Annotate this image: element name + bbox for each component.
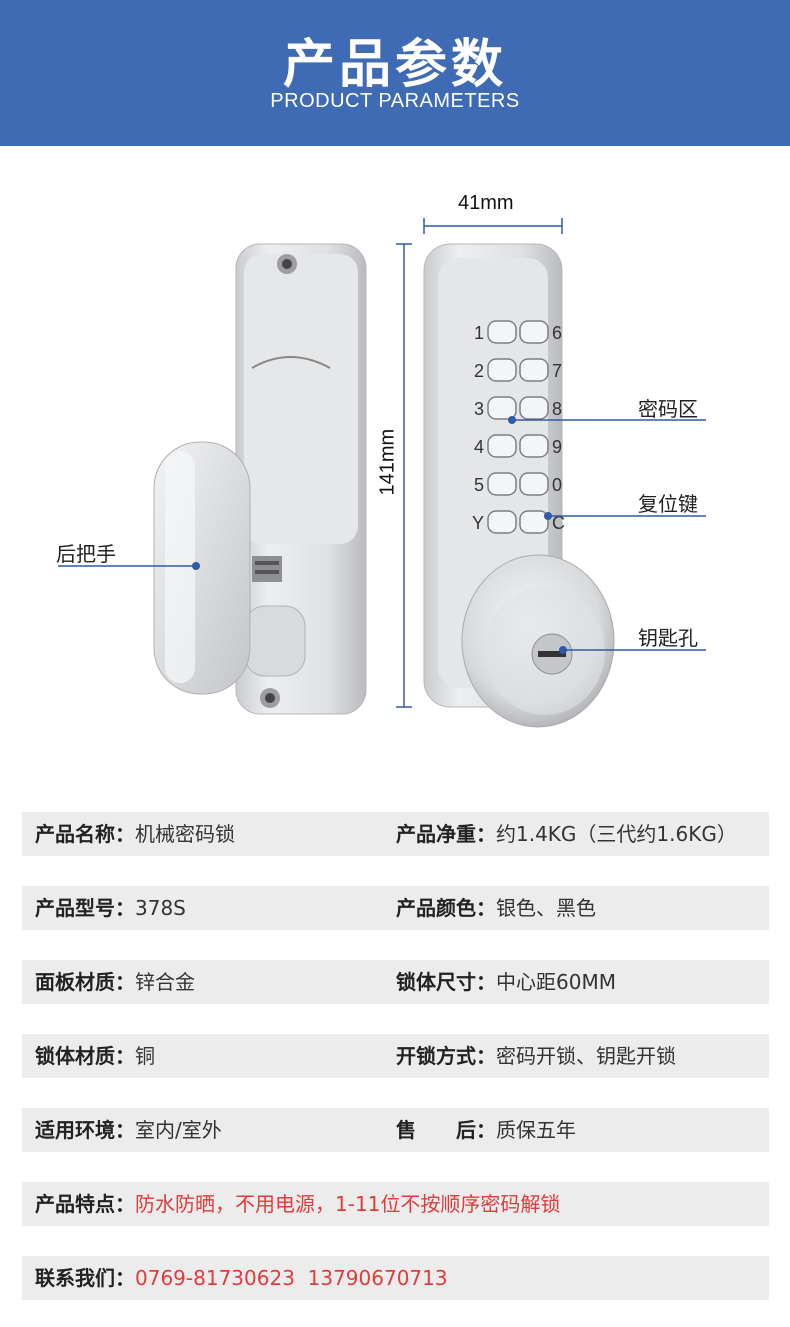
keypad-button [487,434,517,458]
rear-lock [153,243,367,715]
spec-row: 适用环境：室内/室外 售 后：质保五年 [22,1108,769,1152]
keypad-digit-left: 3 [474,399,484,419]
features-label: 产品特点： [35,1192,135,1216]
spec-value: 室内/室外 [135,1118,222,1142]
features-row: 产品特点：防水防晒，不用电源，1-11位不按顺序密码解锁 [22,1182,769,1226]
callout-reset-key: 复位键 [638,492,698,516]
keypad-digit-right: C [552,513,565,533]
spec-value: 中心距60MM [496,970,616,994]
keypad-button [487,396,517,420]
features-value: 防水防晒，不用电源，1-11位不按顺序密码解锁 [135,1192,561,1216]
width-dimension-label: 41mm [458,192,514,214]
width-dimension [423,218,563,234]
spec-label: 产品名称： [35,822,135,846]
page-title: 产品参数 [282,35,507,95]
page-subtitle: PRODUCT PARAMETERS [270,90,520,112]
spec-value: 密码开锁、钥匙开锁 [496,1044,676,1068]
spec-value: 378S [135,896,186,920]
keypad-button [519,358,549,382]
keypad: 1 6 2 7 3 8 4 9 5 0Y C [472,320,565,534]
spec-value: 约1.4KG（三代约1.6KG） [496,822,737,846]
header-banner: 产品参数 PRODUCT PARAMETERS [0,0,790,146]
spec-value: 银色、黑色 [496,896,596,920]
keypad-button [487,510,517,534]
spec-row: 产品型号：378S 产品颜色：银色、黑色 [22,886,769,930]
callout-password-area: 密码区 [638,397,698,421]
contact-label: 联系我们： [35,1266,135,1290]
front-lock: 1 6 2 7 3 8 4 9 5 0Y C [423,243,615,728]
keypad-digit-left: 4 [474,437,484,457]
spec-row: 产品名称：机械密码锁 产品净重：约1.4KG（三代约1.6KG） [22,812,769,856]
keypad-digit-right: 9 [552,437,562,457]
spec-label: 产品颜色： [396,896,496,920]
spec-row: 面板材质：锌合金 锁体尺寸：中心距60MM [22,960,769,1004]
keypad-button [519,510,549,534]
spec-label: 锁体材质： [35,1044,135,1068]
lock-illustration: 1 6 2 7 3 8 4 9 5 0Y C [58,218,706,728]
height-dimension-label: 141mm [376,428,399,496]
spec-value: 锌合金 [135,970,195,994]
spec-label: 锁体尺寸： [396,970,496,994]
keypad-button [487,472,517,496]
contact-value: 0769-81730623 13790670713 [135,1266,448,1290]
spec-row: 锁体材质：铜 开锁方式：密码开锁、钥匙开锁 [22,1034,769,1078]
keypad-digit-left: 1 [474,323,484,343]
spec-label: 产品净重： [396,822,496,846]
keypad-digit-right: 0 [552,475,562,495]
spec-label: 适用环境： [35,1118,135,1142]
keypad-digit-left: 5 [474,475,484,495]
keypad-button [487,320,517,344]
spec-value: 铜 [135,1044,155,1068]
keypad-digit-right: 6 [552,323,562,343]
keypad-button [519,396,549,420]
spec-label: 售 后： [396,1118,496,1142]
keypad-button [487,358,517,382]
spec-label: 产品型号： [35,896,135,920]
keypad-digit-right: 8 [552,399,562,419]
spec-label: 开锁方式： [396,1044,496,1068]
spec-label: 面板材质： [35,970,135,994]
keypad-button [519,472,549,496]
spec-value: 质保五年 [496,1118,576,1142]
keypad-button [519,434,549,458]
callout-lines [58,416,706,654]
keypad-button [519,320,549,344]
height-dimension [396,243,412,708]
spec-value: 机械密码锁 [135,822,235,846]
contact-row: 联系我们：0769-81730623 13790670713 [22,1256,769,1300]
callout-keyhole: 钥匙孔 [638,626,698,650]
callout-rear-handle: 后把手 [56,542,116,566]
keypad-digit-left: Y [472,513,484,533]
keypad-digit-left: 2 [474,361,484,381]
keypad-digit-right: 7 [552,361,562,381]
